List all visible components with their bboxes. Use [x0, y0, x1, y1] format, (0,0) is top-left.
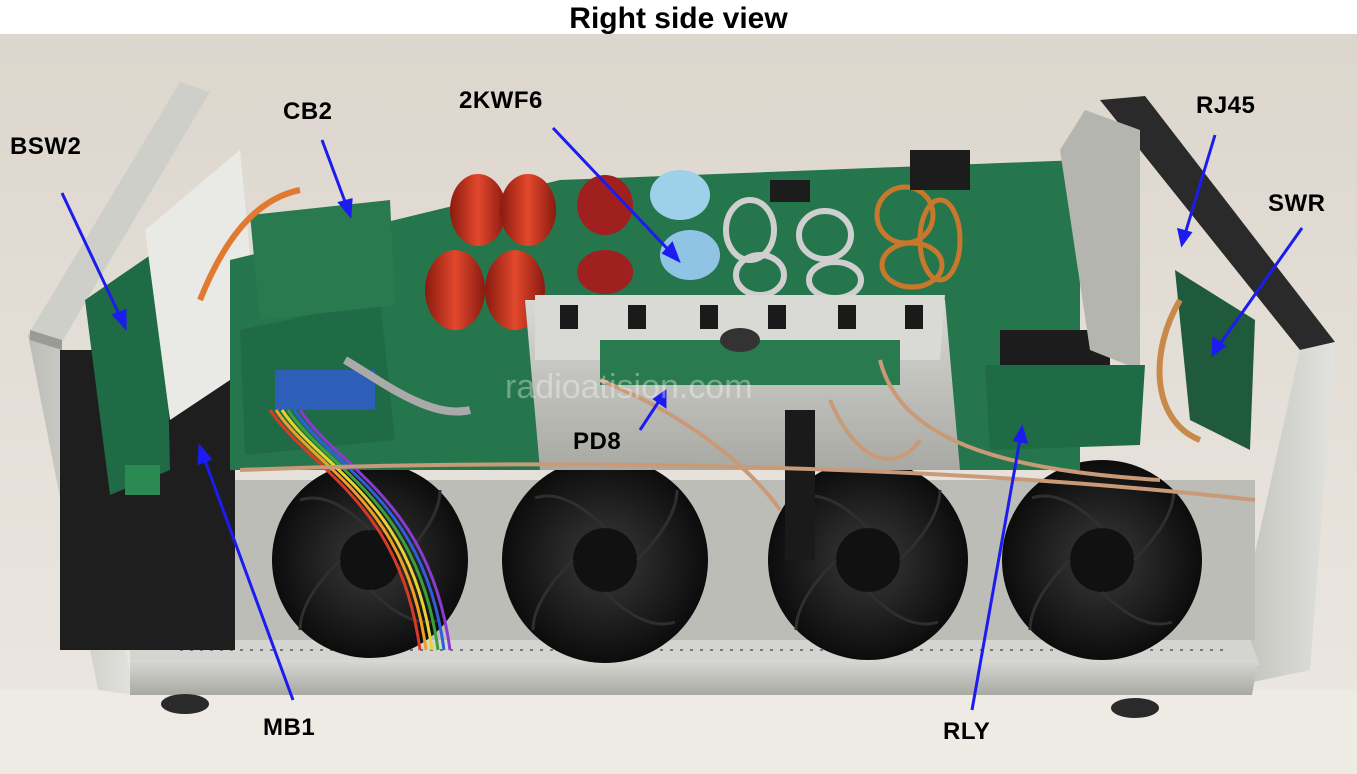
cb2-board	[250, 200, 395, 320]
label-cb2: CB2	[283, 98, 333, 125]
amplifier-photo	[0, 34, 1357, 774]
pd8-bracket	[525, 295, 960, 560]
blue-coils	[650, 170, 720, 280]
fan-1	[272, 462, 468, 658]
watermark: radioatision.com	[505, 368, 753, 406]
fan-4	[1002, 460, 1202, 660]
shield-plate	[1060, 110, 1140, 370]
swr-board	[1175, 270, 1255, 450]
label-mb1: MB1	[263, 714, 316, 741]
bsw2-board	[85, 245, 170, 495]
label-2kwf6: 2KWF6	[459, 87, 543, 114]
copper-coils	[874, 184, 963, 290]
fan-2	[502, 457, 708, 663]
rly-board	[985, 365, 1145, 450]
fan-3	[768, 460, 968, 660]
annotation-arrows	[60, 126, 1304, 711]
silver-coils	[723, 197, 864, 301]
ribbon-cables	[197, 187, 471, 651]
label-rly: RLY	[943, 718, 991, 745]
label-swr: SWR	[1268, 190, 1326, 217]
coax-cables	[239, 359, 1256, 512]
label-rj45: RJ45	[1196, 92, 1256, 119]
label-pd8: PD8	[573, 428, 622, 455]
cooling-fans	[272, 457, 1202, 663]
image-title: Right side view	[569, 2, 788, 35]
label-bsw2: BSW2	[10, 133, 82, 160]
lpf-toroids	[425, 174, 633, 330]
